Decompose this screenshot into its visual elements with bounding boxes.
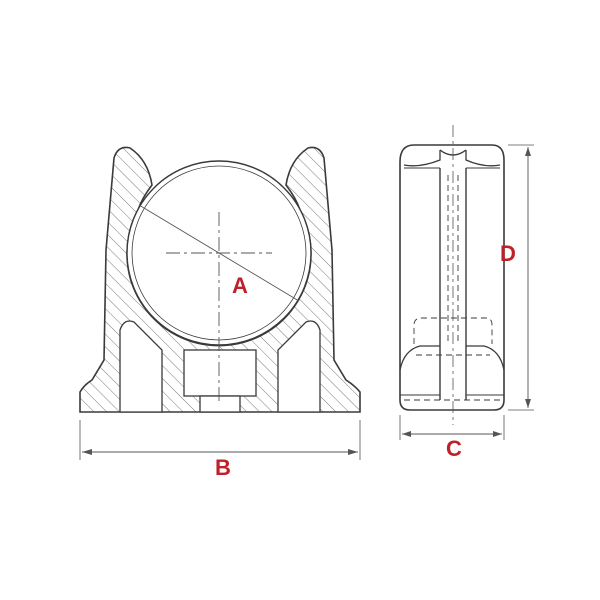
side-base-block [399,345,440,371]
label-d: D [500,241,516,266]
label-a: A [232,273,248,298]
dimension-d [508,144,534,411]
side-body-outline [399,144,505,411]
right-pocket [277,320,321,413]
diameter-line-a [138,204,300,302]
label-c: C [446,436,462,461]
dimension-c [399,415,505,440]
left-pocket [119,320,163,413]
label-b: B [215,455,231,480]
front-view-section [79,146,361,413]
dimension-b [79,420,361,460]
side-view [399,125,505,425]
screw-hole-upper [183,349,257,397]
screw-hole-lower [199,395,241,413]
